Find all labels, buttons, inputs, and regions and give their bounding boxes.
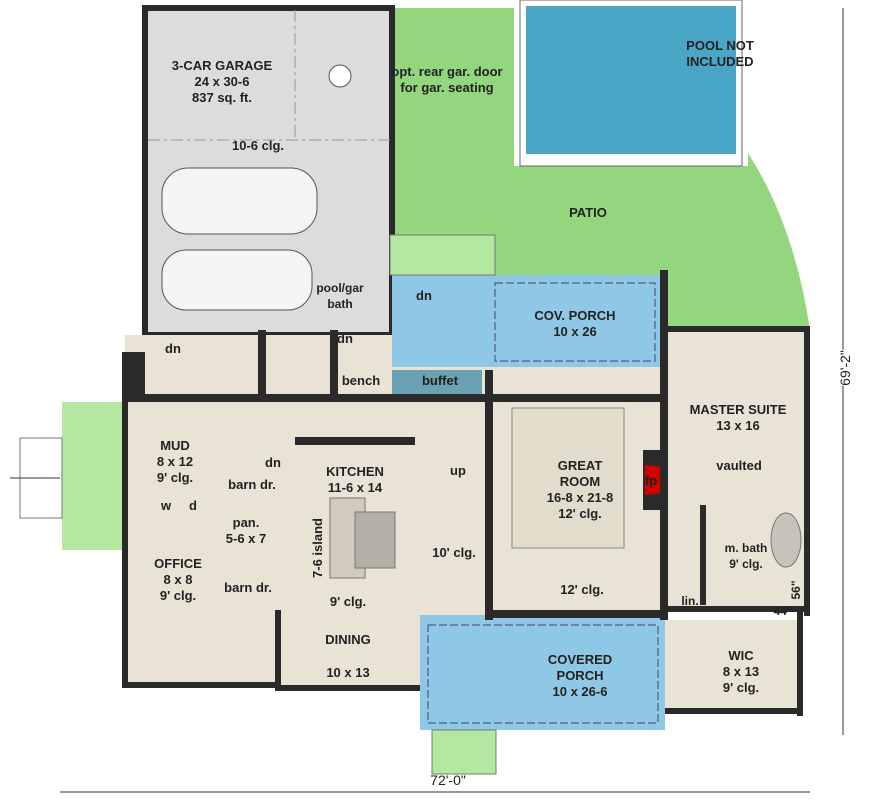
buffet-label: buffet	[421, 373, 459, 388]
garage-ceiling: 10-6 clg.	[231, 138, 285, 153]
shower-width: 44"	[773, 604, 793, 618]
fireplace	[645, 465, 664, 495]
pool	[520, 0, 742, 160]
front-porch	[420, 615, 665, 730]
great-room-lower-ceiling: 12' clg.	[560, 582, 604, 597]
stair-down-bench: dn	[337, 331, 353, 346]
dining-label: DINING	[325, 632, 371, 647]
stair-up: up	[450, 463, 466, 478]
dryer-label: d	[189, 498, 197, 513]
hall-ceiling: 10' clg.	[432, 545, 476, 560]
stair-down-hall: dn	[265, 455, 281, 470]
bench-label: bench	[341, 373, 381, 388]
stair-down-garage: dn	[165, 341, 181, 356]
barn-door-lower: barn dr.	[224, 580, 272, 595]
dining-size: 10 x 13	[326, 665, 370, 680]
car-icon	[161, 167, 318, 235]
bathtub	[770, 512, 802, 568]
kitchen-ceiling: 9' clg.	[329, 594, 367, 609]
car-icon	[161, 249, 313, 311]
island-label: 7-6 island	[310, 518, 325, 578]
barn-door-upper: barn dr.	[228, 477, 276, 492]
rug	[511, 407, 625, 549]
front-steps	[431, 729, 497, 775]
fireplace-label: fp	[644, 473, 658, 488]
walls	[122, 270, 810, 716]
patio-label: PATIO	[569, 205, 607, 220]
washer-label: w	[160, 498, 172, 513]
table-icon	[328, 64, 352, 88]
kitchen-table	[354, 511, 396, 569]
side-entry	[62, 402, 125, 550]
rear-porch	[392, 275, 665, 367]
master-ceiling: vaulted	[716, 458, 762, 473]
shower-depth: 56"	[789, 580, 803, 600]
width-dimension: 72'-0"	[430, 772, 466, 788]
depth-dimension: 69'-2"	[837, 350, 853, 386]
wic-floor	[665, 620, 802, 710]
buffet-block	[392, 370, 482, 394]
pantry-label: pan.5-6 x 7	[225, 515, 267, 546]
patio-lawn	[392, 8, 810, 330]
stair-down-porch: dn	[416, 288, 432, 303]
linen-label: lin.	[681, 594, 699, 608]
